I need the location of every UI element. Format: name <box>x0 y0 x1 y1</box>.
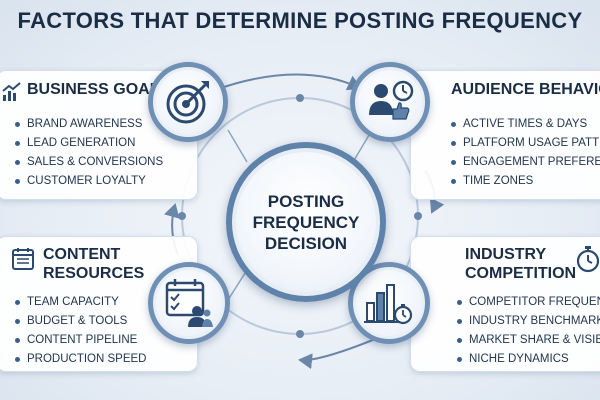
industry-competition-card: INDUSTRY COMPETITION COMPETITOR FREQUENC… <box>410 236 600 372</box>
arrow-top <box>214 73 362 91</box>
list-item: INDUSTRY BENCHMARKS <box>457 312 600 331</box>
list-item: NICHE DYNAMICS <box>457 350 600 369</box>
list-item: PLATFORM USAGE PATTERNS <box>451 134 600 153</box>
dot-right <box>414 212 422 220</box>
list-item: BRAND AWARENESS <box>15 115 163 134</box>
business-goals-list: BRAND AWARENESS LEAD GENERATION SALES & … <box>15 115 163 191</box>
checklist-icon <box>12 248 34 270</box>
content-resources-list: TEAM CAPACITY BUDGET & TOOLS CONTENT PIP… <box>15 293 147 369</box>
list-item: CUSTOMER LOYALTY <box>15 172 163 191</box>
list-item: ACTIVE TIMES & DAYS <box>451 115 600 134</box>
stopwatch-icon <box>576 246 600 273</box>
growth-chart-icon <box>2 82 21 101</box>
dot-left <box>178 212 186 220</box>
list-item: SALES & CONVERSIONS <box>15 153 163 172</box>
list-item: TIME ZONES <box>451 172 600 191</box>
industry-competition-title-line1: INDUSTRY <box>465 246 547 263</box>
dot-bottom <box>296 330 304 338</box>
content-resources-title: CONTENT RESOURCES <box>43 245 144 283</box>
industry-competition-list: COMPETITOR FREQUENCY INDUSTRY BENCHMARKS… <box>457 293 600 369</box>
list-item: LEAD GENERATION <box>15 134 163 153</box>
page-title: FACTORS THAT DETERMINE POSTING FREQUENCY <box>17 8 583 33</box>
spoke-bl <box>227 269 248 301</box>
list-item: PRODUCTION SPEED <box>15 350 147 369</box>
audience-behavior-circle <box>350 62 430 142</box>
content-resources-circle <box>148 262 230 344</box>
content-resources-card: CONTENT RESOURCES TEAM CAPACITY BUDGET &… <box>0 236 198 372</box>
center-label: POSTING FREQUENCY DECISION <box>252 191 360 253</box>
list-item: CONTENT PIPELINE <box>15 331 147 350</box>
calendar-team-icon <box>165 279 213 327</box>
list-item: BUDGET & TOOLS <box>15 312 147 331</box>
target-icon <box>166 81 209 124</box>
list-item: MARKET SHARE & VISIBILITY <box>457 331 600 350</box>
list-item: TEAM CAPACITY <box>15 293 147 312</box>
bar-chart-stopwatch-icon <box>364 284 413 325</box>
dot-top <box>296 94 304 102</box>
content-resources-title-line1: CONTENT <box>43 246 121 263</box>
industry-competition-title: INDUSTRY COMPETITION <box>465 245 576 283</box>
business-goals-circle <box>148 62 228 142</box>
list-item: COMPETITOR FREQUENCY <box>457 293 600 312</box>
posting-frequency-decision-circle: POSTING FREQUENCY DECISION <box>226 142 386 302</box>
content-resources-title-line2: RESOURCES <box>43 265 145 282</box>
audience-behavior-title: AUDIENCE BEHAVIOR <box>451 81 600 98</box>
business-goals-title: BUSINESS GOALS <box>27 81 171 98</box>
industry-competition-title-line2: COMPETITION <box>465 265 577 282</box>
list-item: ENGAGEMENT PREFERENCES <box>451 153 600 172</box>
person-clock-thumbs-up-icon <box>369 80 414 120</box>
spoke-tl <box>227 129 248 163</box>
audience-behavior-card: AUDIENCE BEHAVIOR ACTIVE TIMES & DAYS PL… <box>410 70 600 200</box>
